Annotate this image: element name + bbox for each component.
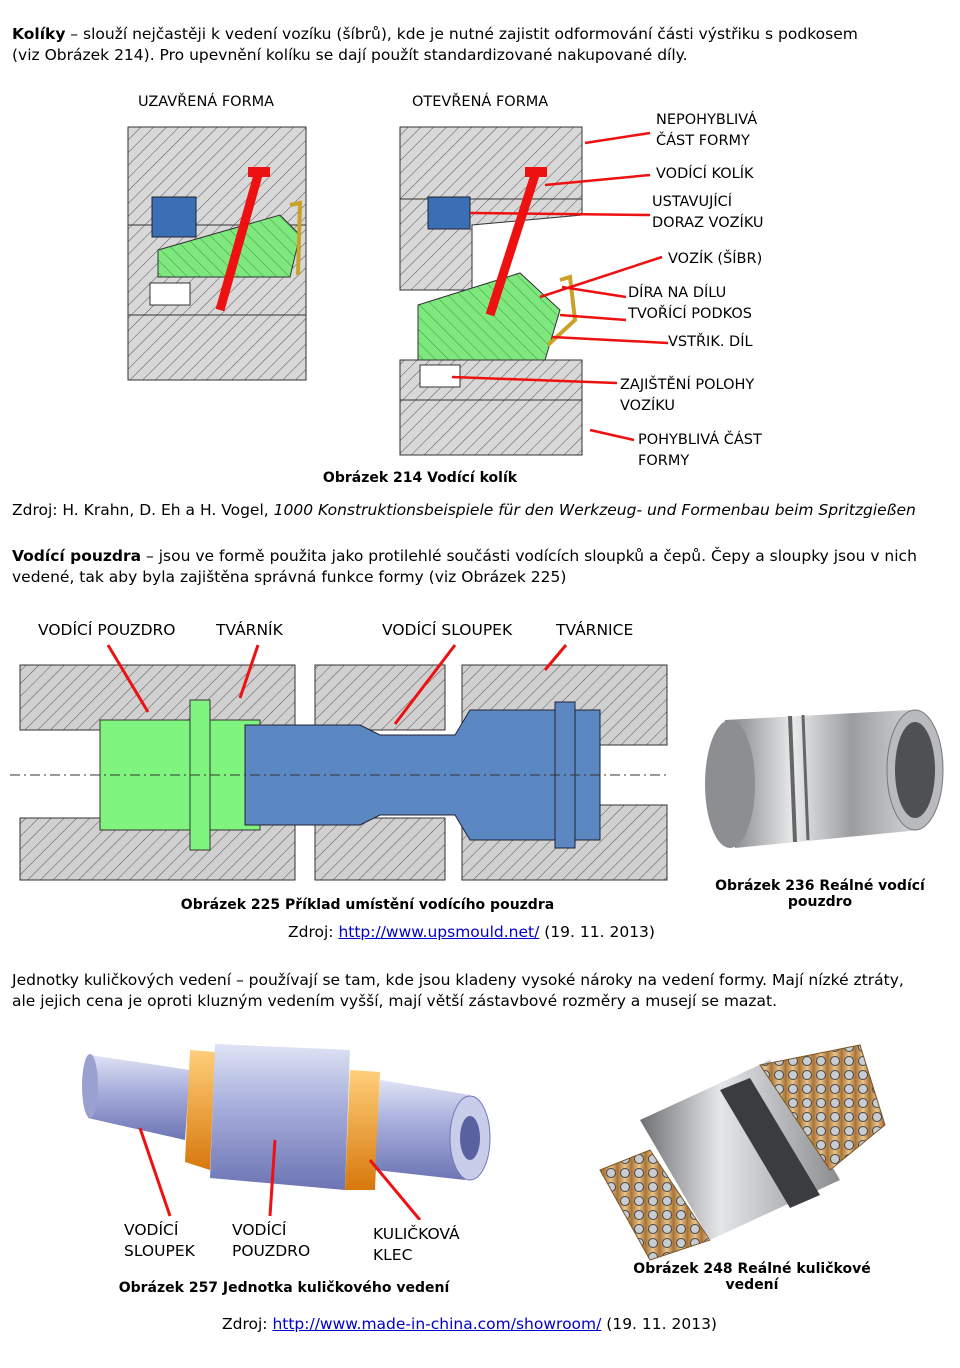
label-line: KULIČKOVÁ: [373, 1225, 460, 1243]
caption-line: vedení: [725, 1277, 779, 1293]
callout-text: DÍRA NA DÍLU: [628, 285, 727, 301]
label-tvarnice: TVÁRNICE: [556, 621, 634, 639]
source-prefix: Zdroj:: [222, 1315, 273, 1333]
source-title: 1000 Konstruktionsbeispiele für den Werk…: [273, 501, 916, 519]
callout-text: ČÁST FORMY: [656, 133, 750, 149]
paragraph-text: – slouží nejčastěji k vedení vozíku (šíb…: [65, 25, 858, 43]
figure-214-diagram: [127, 126, 669, 456]
label-vodici-pouzdro: VODÍCÍ POUZDRO: [38, 621, 176, 639]
callout-arrows-257: [138, 1127, 422, 1220]
paragraph-line: ale jejich cena je oproti kluzným vedení…: [12, 992, 778, 1010]
callout-arrows: [451, 131, 669, 442]
label-line: KLEC: [373, 1246, 413, 1264]
paragraph-text: – jsou ve formě použita jako protilehlé …: [141, 547, 917, 565]
paragraph-line: vedené, tak aby byla zajištěna správná f…: [12, 567, 952, 588]
callout-dira: DÍRA NA DÍLU TVOŘÍCÍ PODKOS: [628, 283, 752, 325]
callout-text: NEPOHYBLIVÁ: [656, 112, 758, 128]
paragraph-kolíky: Kolíky – slouží nejčastěji k vedení vozí…: [12, 24, 952, 66]
source-figure-214: Zdroj: H. Krahn, D. Eh a H. Vogel, 1000 …: [12, 500, 957, 521]
source-link-upsmould[interactable]: http://www.upsmould.net/: [338, 923, 540, 941]
label-kulickova-klec: KULIČKOVÁ KLEC: [373, 1224, 460, 1266]
paragraph-line: Vodící pouzdra – jsou ve formě použita j…: [12, 546, 952, 567]
callout-text: DORAZ VOZÍKU: [652, 215, 764, 231]
label-line: VODÍCÍ: [124, 1221, 179, 1239]
term-koliky: Kolíky: [12, 25, 66, 43]
label-vodici-pouzdro-257: VODÍCÍ POUZDRO: [232, 1220, 310, 1262]
callout-nepohybliva: NEPOHYBLIVÁ ČÁST FORMY: [656, 110, 757, 152]
source-suffix: (19. 11. 2013): [539, 923, 655, 941]
callout-text: FORMY: [638, 453, 690, 469]
term-vodici-pouzdra: Vodící pouzdra: [12, 547, 142, 565]
label-vodici-sloupek-257: VODÍCÍ SLOUPEK: [124, 1220, 195, 1262]
callout-ustavujici-doraz: USTAVUJÍCÍ DORAZ VOZÍKU: [652, 192, 764, 234]
source-prefix: Zdroj: H. Krahn, D. Eh a H. Vogel,: [12, 501, 274, 519]
caption-figure-248: Obrázek 248 Reálné kuličkové vedení: [622, 1261, 882, 1293]
paragraph-vodici-pouzdra: Vodící pouzdra – jsou ve formě použita j…: [12, 546, 952, 588]
paragraph-line: (viz Obrázek 214). Pro upevnění kolíku s…: [12, 45, 952, 66]
callout-text: VOZÍKU: [620, 398, 676, 414]
label-closed-mold: UZAVŘENÁ FORMA: [138, 94, 275, 110]
source-suffix: (19. 11. 2013): [601, 1315, 717, 1333]
label-vodici-sloupek: VODÍCÍ SLOUPEK: [382, 621, 513, 639]
paragraph-kulickova-vedeni: Jednotky kuličkových vedení – používají …: [12, 970, 952, 1012]
paragraph-text: (viz Obrázek 214). Pro upevnění kolíku s…: [12, 46, 688, 64]
callout-vodici-kolik: VODÍCÍ KOLÍK: [656, 166, 754, 182]
callout-zajisteni: ZAJIŠTĚNÍ POLOHY VOZÍKU: [620, 375, 754, 417]
label-open-mold: OTEVŘENÁ FORMA: [412, 94, 549, 110]
callout-text: ZAJIŠTĚNÍ POLOHY: [620, 377, 755, 393]
caption-figure-225: Obrázek 225 Příklad umístění vodícího po…: [180, 897, 555, 913]
paragraph-text: vedené, tak aby byla zajištěna správná f…: [12, 568, 567, 586]
callout-vstrik: VSTŘIK. DÍL: [668, 334, 753, 350]
paragraph-line: Kolíky – slouží nejčastěji k vedení vozí…: [12, 24, 952, 45]
source-prefix: Zdroj:: [288, 923, 339, 941]
photo-guide-bushing: [705, 709, 944, 848]
label-line: VODÍCÍ: [232, 1221, 287, 1239]
caption-figure-236: Obrázek 236 Reálné vodící pouzdro: [690, 878, 950, 910]
caption-figure-257: Obrázek 257 Jednotka kuličkového vedení: [118, 1280, 450, 1296]
paragraph-line: Jednotky kuličkových vedení – používají …: [12, 971, 904, 989]
caption-figure-214: Obrázek 214 Vodící kolík: [322, 470, 518, 486]
source-link-made-in-china[interactable]: http://www.made-in-china.com/showroom/: [272, 1315, 602, 1333]
callout-pohybliva: POHYBLIVÁ ČÁST FORMY: [638, 430, 762, 472]
label-line: POUZDRO: [232, 1242, 311, 1260]
caption-line: pouzdro: [787, 894, 853, 910]
source-figure-225: Zdroj: http://www.upsmould.net/ (19. 11.…: [288, 922, 655, 943]
caption-line: Obrázek 236 Reálné vodící: [715, 878, 925, 894]
photo-ball-guide: [599, 1044, 886, 1261]
callout-text: POHYBLIVÁ ČÁST: [638, 432, 762, 448]
closed-mold: [127, 126, 307, 381]
callout-text: TVOŘÍCÍ PODKOS: [628, 306, 752, 322]
source-bottom: Zdroj: http://www.made-in-china.com/show…: [222, 1314, 717, 1335]
label-tvarnik: TVÁRNÍK: [216, 621, 283, 639]
callout-text: USTAVUJÍCÍ: [652, 194, 733, 210]
callout-arrows-225: [106, 644, 568, 725]
callout-vozik: VOZÍK (ŠÍBR): [668, 251, 763, 267]
label-line: SLOUPEK: [124, 1242, 195, 1260]
figure-225-diagram: [10, 644, 670, 881]
caption-line: Obrázek 248 Reálné kuličkové: [633, 1261, 871, 1277]
open-mold: [399, 126, 583, 456]
